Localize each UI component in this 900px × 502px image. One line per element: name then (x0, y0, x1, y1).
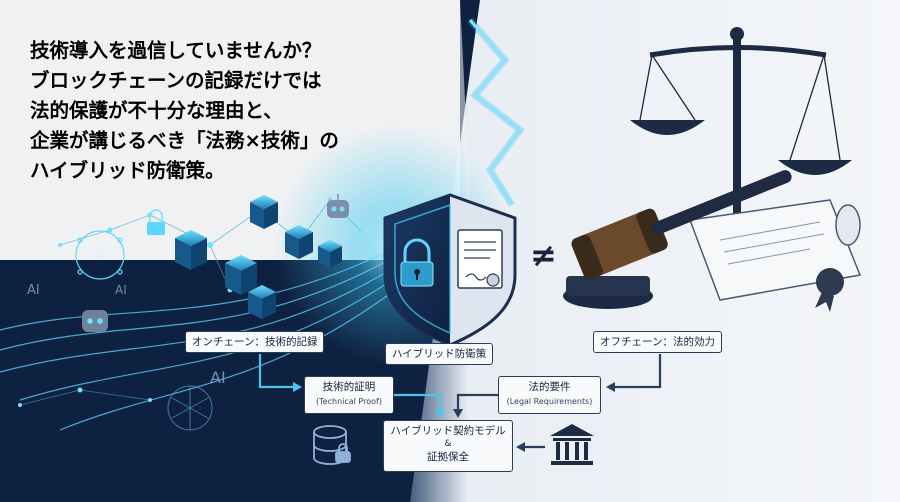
ai-tag: AI (115, 283, 127, 297)
legal-requirements-en: (Legal Requirements) (506, 397, 593, 406)
blockchain-cube-icon (175, 195, 342, 319)
not-equal-symbol: ≠ (530, 236, 557, 274)
legal-requirements-ja: 法的要件 (528, 381, 571, 393)
hybrid-contract-line-1: ハイブリッド契約モデル (390, 425, 506, 437)
hybrid-contract-line-2: 証拠保全 (427, 451, 469, 463)
ai-tag: AI (93, 250, 103, 261)
scroll-icon (688, 199, 862, 312)
technical-proof-box: 技術的証明 (Technical Proof) (304, 376, 394, 414)
hybrid-contract-box: ハイブリッド契約モデル & 証拠保全 (383, 420, 513, 472)
headline-line-5: ハイブリッド防衛策。 (30, 159, 225, 182)
robot-icon (82, 310, 108, 332)
ai-tag: AI (27, 283, 40, 298)
offchain-label: オフチェーン：法的効力 (593, 331, 722, 353)
ai-brain-icon (75, 230, 125, 280)
flow-arrows (258, 354, 662, 452)
ai-network-icon (167, 385, 213, 431)
courthouse-icon (550, 424, 594, 465)
headline-line-2: ブロックチェーンの記録だけでは (30, 69, 322, 92)
headline-line-3: 法的保護が不十分な理由と、 (30, 99, 283, 122)
technical-proof-en: (Technical Proof) (316, 397, 382, 406)
headline: 技術導入を過信していませんか？ ブロックチェーンの記録だけでは 法的保護が不十分… (30, 36, 450, 186)
padlock-icon (147, 209, 165, 235)
database-lock-icon (313, 425, 351, 465)
headline-line-4: 企業が講じるべき「法務×技術」の (30, 129, 339, 152)
robot-icon (327, 194, 349, 218)
headline-line-1: 技術導入を過信していませんか？ (30, 39, 322, 62)
ai-tag: AI (210, 368, 226, 387)
hybrid-contract-amp: & (444, 439, 452, 449)
document-icon (457, 229, 503, 289)
onchain-label: オンチェーン：技術的記録 (185, 331, 325, 353)
gavel-icon (563, 170, 792, 309)
lightning-bolt (468, 19, 523, 206)
hybrid-defense-label: ハイブリッド防衛策 (385, 343, 494, 365)
technical-proof-ja: 技術的証明 (322, 381, 376, 393)
legal-requirements-box: 法的要件 (Legal Requirements) (498, 376, 601, 414)
